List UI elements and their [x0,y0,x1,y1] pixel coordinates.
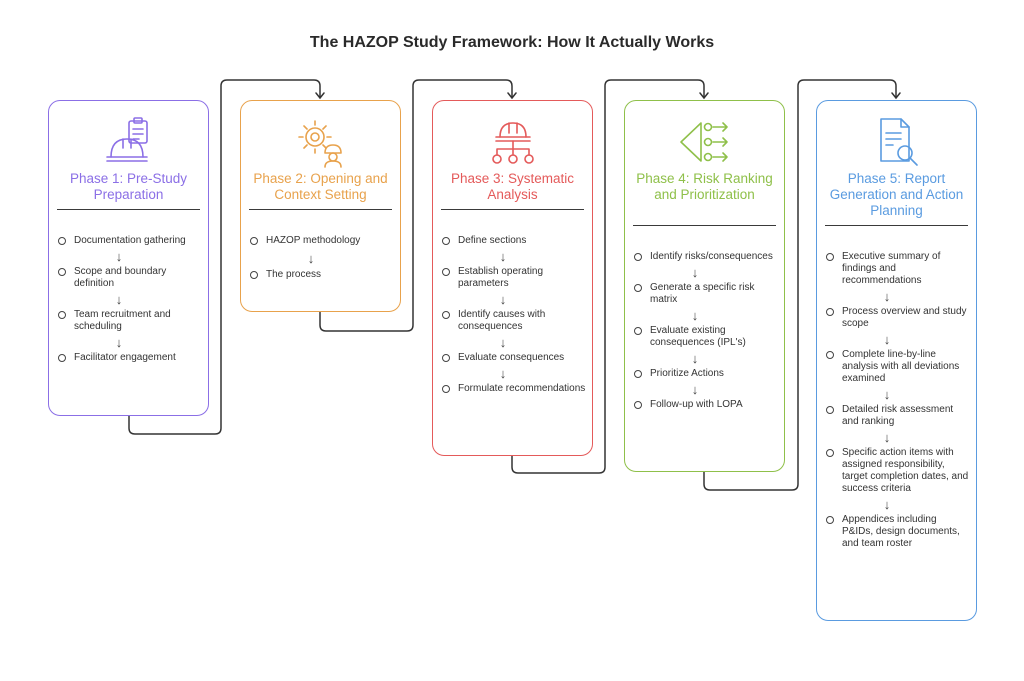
phase-4-title: Phase 4: Risk Ranking and Prioritization [636,171,773,202]
phase-5-steps: Executive summary of findings and recomm… [826,251,970,550]
down-arrow-icon: ↓ [883,430,891,445]
list-item: Follow-up with LOPA [634,399,778,411]
list-item: Establish operating parameters [442,266,586,290]
bullet-icon [826,351,834,359]
bullet-icon [634,370,642,378]
down-arrow-icon: ↓ [883,289,891,304]
bullet-icon [58,237,66,245]
list-item: Team recruitment and scheduling [58,309,202,333]
bullet-icon [634,327,642,335]
list-item: Define sections [442,235,586,247]
down-arrow-icon: ↓ [499,335,507,350]
down-arrow-icon: ↓ [115,335,123,350]
phase-1-card: Phase 1: Pre-Study Preparation Documenta… [48,100,209,416]
list-item: Process overview and study scope [826,306,970,330]
down-arrow-icon: ↓ [499,249,507,264]
bullet-icon [826,406,834,414]
list-item: Facilitator engagement [58,352,202,364]
bullet-icon [442,354,450,362]
list-item: HAZOP methodology [250,235,394,247]
bullet-icon [442,268,450,276]
phase-5-title: Phase 5: Report Generation and Action Pl… [829,171,964,218]
phase-2-card: Phase 2: Opening and Context Setting HAZ… [240,100,401,312]
down-arrow-icon: ↓ [115,249,123,264]
down-arrow-icon: ↓ [115,292,123,307]
phase-4-divider [633,225,776,226]
gear-worker-icon [297,120,342,168]
hard-hat-clipboard-icon [105,117,148,162]
list-item: Prioritize Actions [634,368,778,380]
page-title: The HAZOP Study Framework: How It Actual… [309,34,715,51]
phase-3-divider [441,209,584,210]
list-item: Generate a specific risk matrix [634,282,778,306]
list-item: Complete line-by-line analysis with all … [826,349,970,385]
bullet-icon [250,271,258,279]
phase-1-title: Phase 1: Pre-Study Preparation [69,171,188,202]
phase-3-steps: Define sections ↓ Establish operating pa… [442,235,586,395]
phase-1-divider [57,209,200,210]
bullet-icon [634,253,642,261]
list-item: Specific action items with assigned resp… [826,447,970,495]
bullet-icon [826,516,834,524]
phase-1-steps: Documentation gathering ↓ Scope and boun… [58,235,202,364]
down-arrow-icon: ↓ [499,292,507,307]
bullet-icon [826,449,834,457]
phase-2-divider [249,209,392,210]
list-item: Evaluate existing consequences (IPL's) [634,325,778,349]
bullet-icon [58,311,66,319]
list-item: Identify causes with consequences [442,309,586,333]
phase-2-title: Phase 2: Opening and Context Setting [253,171,388,202]
list-item: Formulate recommendations [442,383,586,395]
bullet-icon [442,385,450,393]
down-arrow-icon: ↓ [691,265,699,280]
phase-2-steps: HAZOP methodology ↓ The process [250,235,394,281]
phase-4-card: Phase 4: Risk Ranking and Prioritization… [624,100,785,472]
bullet-icon [634,284,642,292]
phase-4-steps: Identify risks/consequences ↓ Generate a… [634,251,778,411]
prioritization-funnel-icon [679,122,728,162]
document-search-icon [879,118,918,166]
list-item: Identify risks/consequences [634,251,778,263]
list-item: Documentation gathering [58,235,202,247]
bullet-icon [58,354,66,362]
down-arrow-icon: ↓ [307,251,315,266]
list-item: Scope and boundary definition [58,266,202,290]
bullet-icon [442,311,450,319]
down-arrow-icon: ↓ [883,387,891,402]
phase-3-title: Phase 3: Systematic Analysis [450,171,575,202]
down-arrow-icon: ↓ [691,351,699,366]
bullet-icon [634,401,642,409]
list-item: Appendices including P&IDs, design docum… [826,514,970,550]
down-arrow-icon: ↓ [691,308,699,323]
list-item: Detailed risk assessment and ranking [826,404,970,428]
bullet-icon [826,253,834,261]
phase-5-card: Phase 5: Report Generation and Action Pl… [816,100,977,621]
bullet-icon [826,308,834,316]
down-arrow-icon: ↓ [883,497,891,512]
bullet-icon [58,268,66,276]
list-item: Executive summary of findings and recomm… [826,251,970,287]
bullet-icon [442,237,450,245]
down-arrow-icon: ↓ [499,366,507,381]
phase-5-divider [825,225,968,226]
bullet-icon [250,237,258,245]
hard-hat-network-icon [491,122,534,164]
list-item: The process [250,269,394,281]
down-arrow-icon: ↓ [691,382,699,397]
down-arrow-icon: ↓ [883,332,891,347]
list-item: Evaluate consequences [442,352,586,364]
phase-3-card: Phase 3: Systematic Analysis Define sect… [432,100,593,456]
